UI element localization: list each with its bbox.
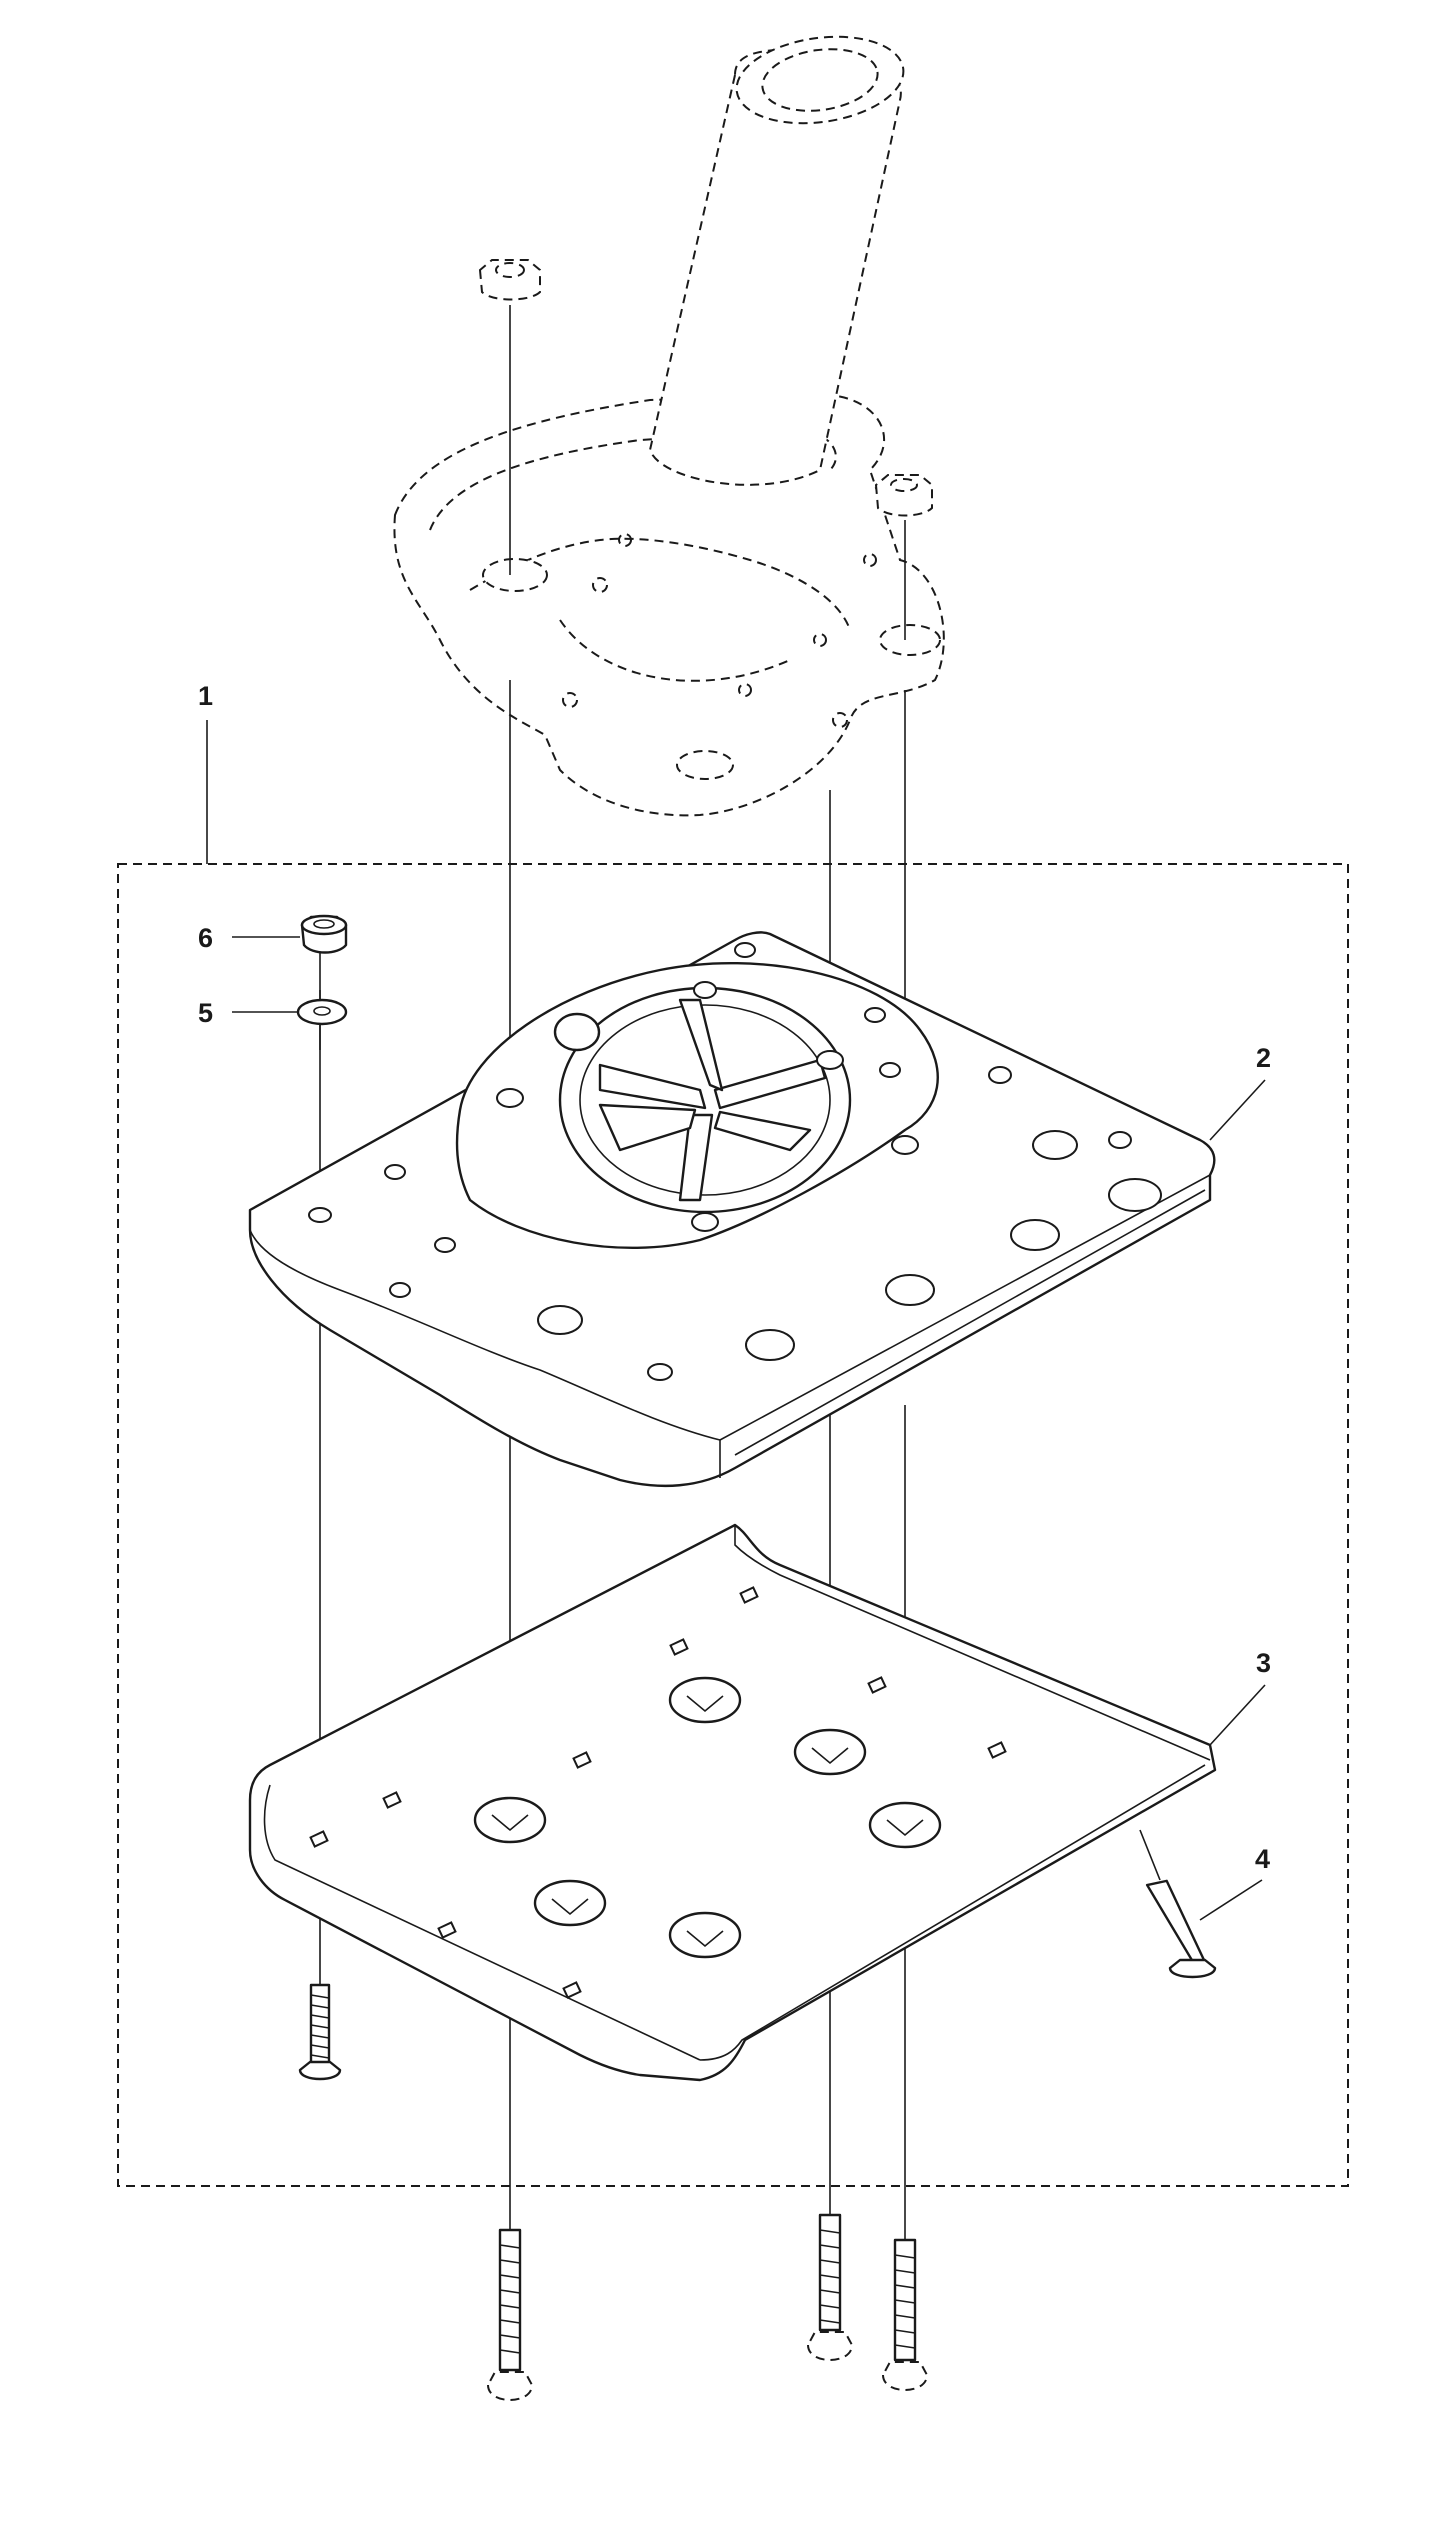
housing-column-outline xyxy=(393,35,945,817)
leader-lines xyxy=(206,720,1266,1921)
callout-4: 4 xyxy=(1255,1844,1270,1874)
base-plate xyxy=(248,931,1216,1488)
long-bolt-3 xyxy=(881,2238,929,2391)
upper-nut-right xyxy=(874,474,933,517)
skid-square-holes xyxy=(309,1586,1007,1999)
washer xyxy=(296,998,348,1026)
callout-6: 6 xyxy=(198,923,213,953)
callout-5: 5 xyxy=(198,998,213,1028)
countersunk-screw-small-right xyxy=(1145,1879,1217,1979)
assembly-group-box xyxy=(117,863,1349,2187)
upper-nut-left xyxy=(478,259,541,301)
skid-countersinks xyxy=(473,1676,942,1959)
callout-3: 3 xyxy=(1256,1648,1271,1678)
countersunk-screw-small-left xyxy=(298,1983,342,2081)
callout-1: 1 xyxy=(198,681,213,711)
long-bolt-2 xyxy=(806,2213,854,2361)
long-bolt-1 xyxy=(486,2228,534,2401)
flange-nut xyxy=(300,914,348,954)
callout-2: 2 xyxy=(1256,1043,1271,1073)
bottom-skid-plate xyxy=(248,1523,1217,2082)
